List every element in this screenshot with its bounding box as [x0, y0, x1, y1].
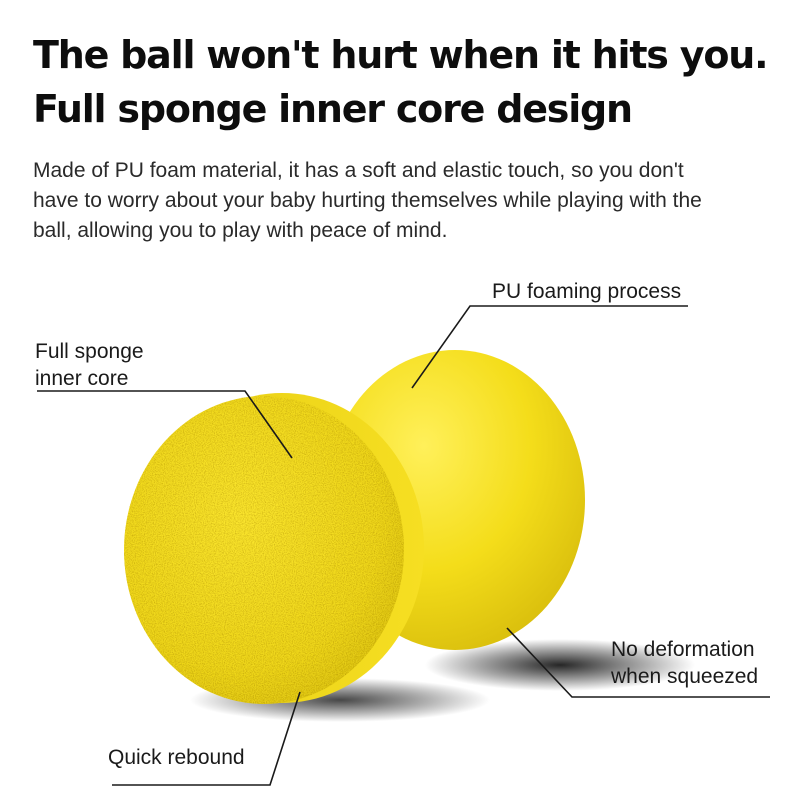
callout-no-deformation-line-1: No deformation [611, 638, 755, 661]
foam-leader-line [411, 305, 688, 389]
callout-sponge-core: Full sponge inner core [35, 338, 144, 392]
core-leader-line [37, 390, 293, 459]
rebound-leader-line [112, 691, 301, 786]
callout-no-deformation-line-2: when squeezed [611, 665, 759, 688]
ball-shadow [425, 639, 695, 691]
headline: The ball won't hurt when it hits you. Fu… [33, 28, 773, 136]
description-line-3: ball, allowing you to play with peace of… [33, 219, 448, 242]
description-line-2: have to worry about your baby hurting th… [33, 189, 702, 212]
headline-line-1: The ball won't hurt when it hits you. [33, 33, 769, 77]
description: Made of PU foam material, it has a soft … [33, 156, 773, 246]
callout-no-deformation: No deformation when squeezed [611, 636, 758, 690]
callout-lines [37, 305, 770, 786]
callout-pu-foaming: PU foaming process [492, 278, 681, 305]
callout-pu-foaming-text: PU foaming process [492, 280, 682, 303]
callout-quick-rebound-text: Quick rebound [108, 746, 245, 769]
headline-line-2: Full sponge inner core design [33, 87, 633, 131]
description-line-1: Made of PU foam material, it has a soft … [33, 159, 684, 182]
callout-sponge-core-line-2: inner core [35, 367, 129, 390]
deform-leader-line [506, 627, 770, 698]
callout-quick-rebound: Quick rebound [108, 744, 245, 771]
callout-sponge-core-line-1: Full sponge [35, 340, 144, 363]
sponge-core-face [124, 396, 404, 704]
